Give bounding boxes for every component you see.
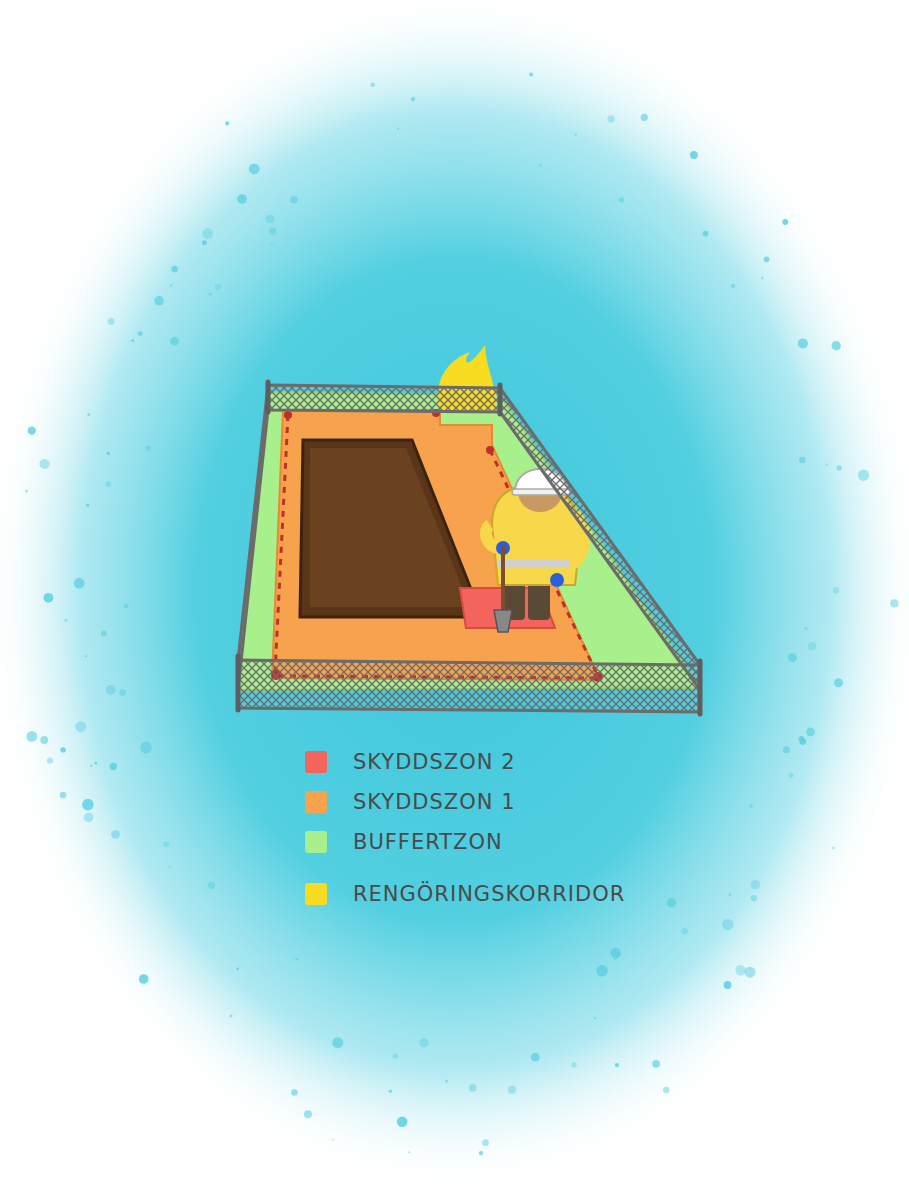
legend-row: SKYDDSZON 1	[305, 782, 625, 822]
buffer-zone	[238, 392, 700, 690]
legend-swatch	[305, 883, 327, 905]
pit-floor	[310, 448, 470, 607]
protection-zone-1	[272, 410, 600, 680]
barrier-post	[271, 409, 603, 682]
spray-dots	[25, 73, 898, 1156]
legend-row: RENGÖRINGSKORRIDOR	[305, 874, 625, 914]
legend-row: SKYDDSZON 2	[305, 742, 625, 782]
legend-text: SKYDDSZON 1	[353, 790, 516, 814]
legend-swatch	[305, 791, 327, 813]
legend-swatch	[305, 751, 327, 773]
legend-row: BUFFERTZON	[305, 822, 625, 862]
legend: SKYDDSZON 2 SKYDDSZON 1 BUFFERTZON RENGÖRIN…	[305, 742, 625, 914]
legend-swatch	[305, 831, 327, 853]
legend-text: BUFFERTZON	[353, 830, 503, 854]
legend-text: RENGÖRINGSKORRIDOR	[353, 882, 625, 906]
legend-text: SKYDDSZON 2	[353, 750, 516, 774]
fence	[238, 382, 700, 714]
excavation-pit	[300, 440, 482, 617]
